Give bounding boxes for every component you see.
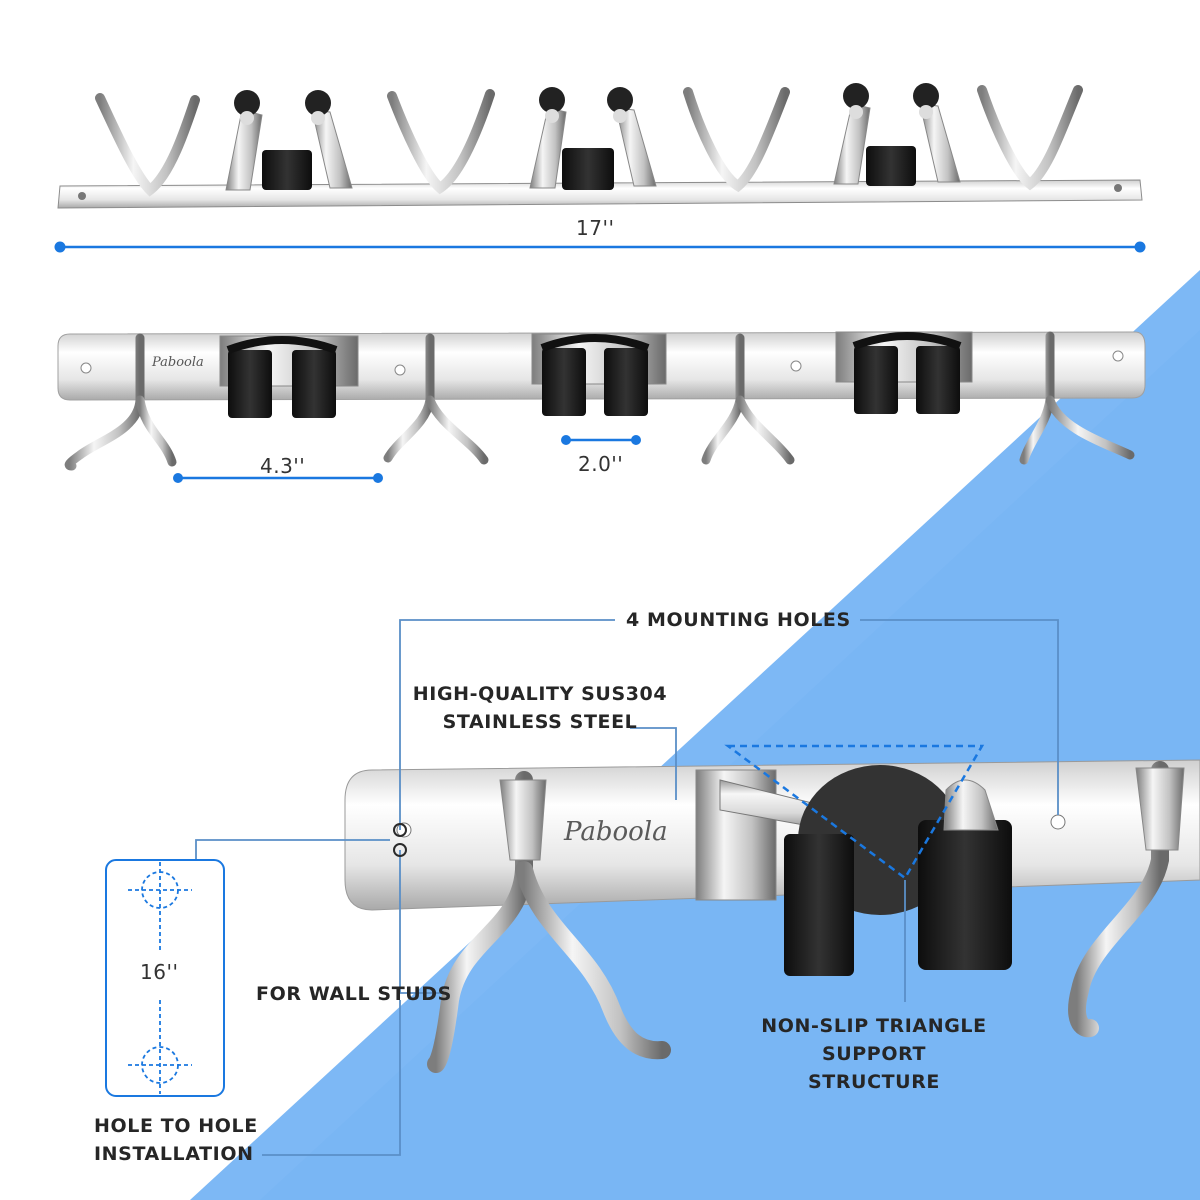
clip-1 (219, 335, 359, 418)
mounting-holes-label: 4 MOUNTING HOLES (626, 609, 851, 631)
rack-closeup (344, 744, 1200, 1073)
install-line-1: HOLE TO HOLE (94, 1115, 258, 1137)
triangle-line-2: STRUCTURE (807, 1071, 941, 1093)
wall-studs-label: FOR WALL STUDS (256, 983, 452, 1005)
clip-width-label: 2.0'' (578, 452, 624, 476)
rack-front-view (57, 331, 1146, 471)
triangle-support-marker (724, 744, 985, 880)
triangle-support-callout: NON-SLIP TRIANGLE SUPPORT STRUCTURE (706, 1012, 1042, 1096)
rack-side-view (57, 83, 1143, 209)
clip-3 (835, 331, 973, 414)
brand-logo-large: Paboola (563, 817, 668, 847)
callout-lines (195, 619, 1059, 1156)
clip-width-dimension (561, 435, 641, 445)
brand-logo-small: Paboola (151, 355, 204, 370)
hook-spacing-label: 4.3'' (260, 454, 306, 478)
overall-length-label: 17'' (576, 216, 615, 240)
install-callout: HOLE TO HOLE INSTALLATION (94, 1112, 294, 1168)
svg-text:Paboola: Paboola (563, 817, 668, 847)
stud-spacing-label: 16'' (140, 960, 179, 984)
clip-2 (531, 333, 667, 416)
overall-length-dimension (54, 241, 1146, 253)
hole-to-hole-diagram (105, 859, 225, 1097)
material-line-2: STAINLESS STEEL (442, 711, 638, 733)
material-line-1: HIGH-QUALITY SUS304 (412, 683, 668, 705)
triangle-line-1: NON-SLIP TRIANGLE SUPPORT (761, 1015, 987, 1065)
svg-text:Paboola: Paboola (151, 355, 204, 370)
hook-spacing-dimension (173, 473, 383, 483)
material-callout: HIGH-QUALITY SUS304 STAINLESS STEEL (402, 680, 678, 736)
install-line-2: INSTALLATION (94, 1143, 254, 1165)
